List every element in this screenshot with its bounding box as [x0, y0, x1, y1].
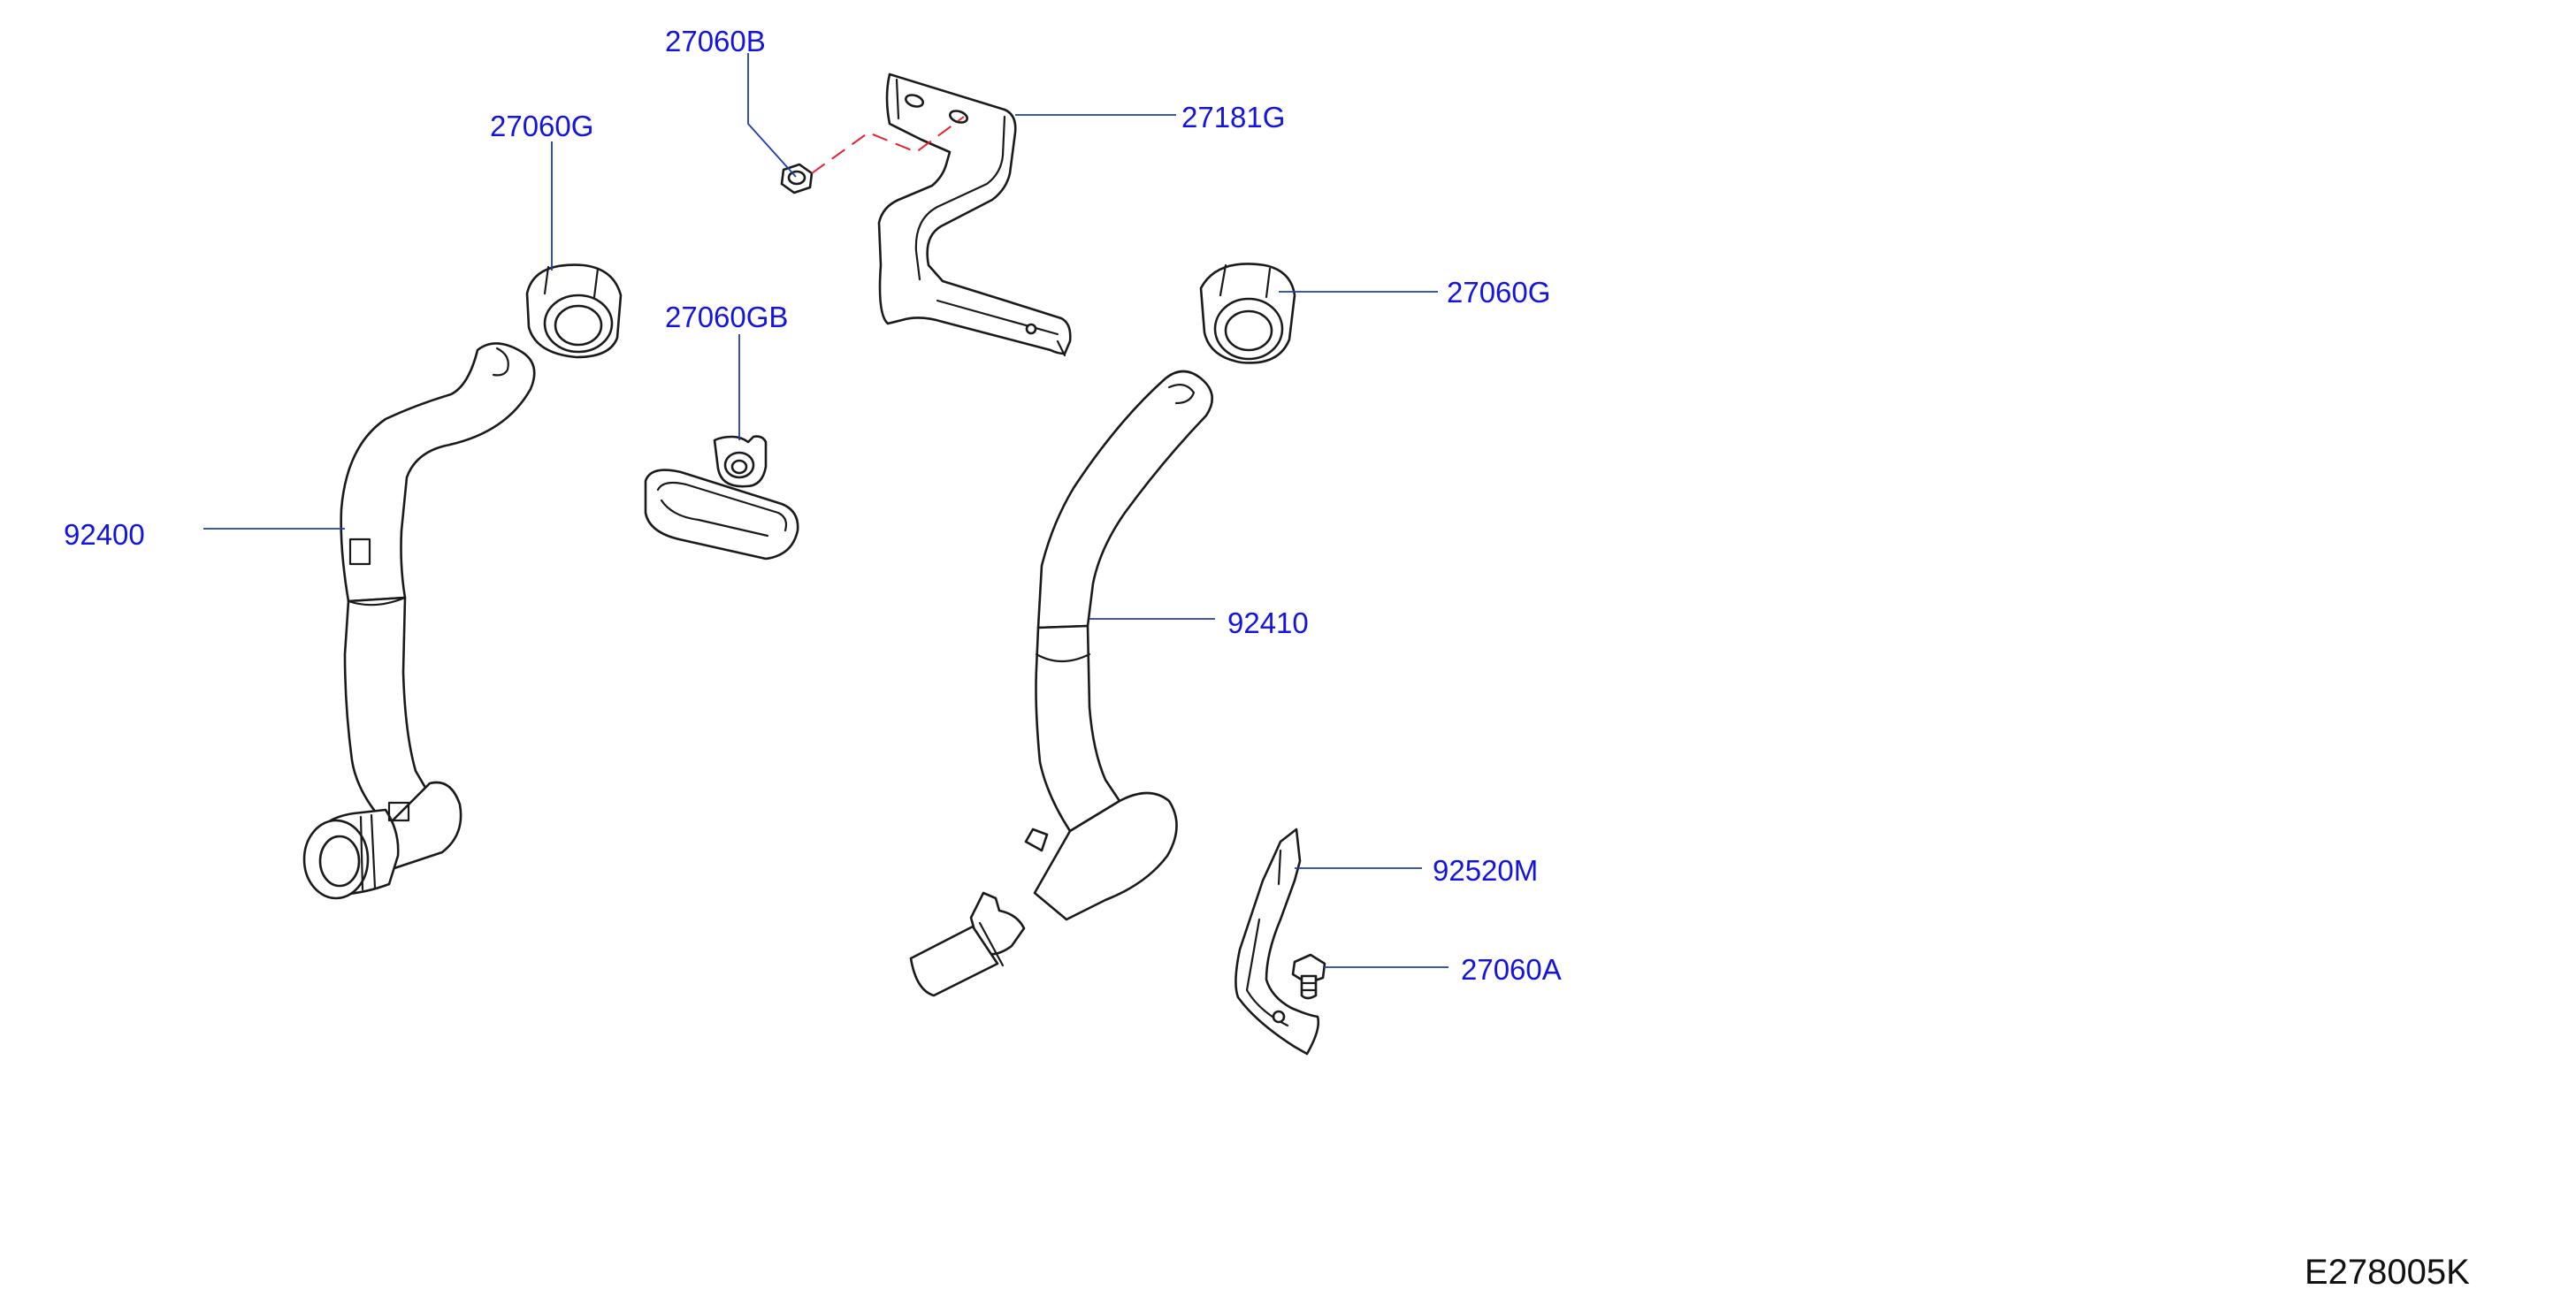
leader-27060B	[747, 53, 797, 178]
callout-92520M: 92520M	[1433, 854, 1538, 887]
callout-27060B: 27060B	[665, 25, 766, 57]
callout-92400: 92400	[64, 518, 145, 551]
callout-92410: 92410	[1227, 606, 1309, 639]
callout-27060G-left: 27060G	[490, 110, 593, 142]
callout-27060A: 27060A	[1461, 953, 1562, 986]
callout-27181G: 27181G	[1181, 101, 1285, 133]
clamp-27060G-left	[525, 263, 623, 359]
bracket-27181G	[877, 72, 1072, 357]
alignment-guide	[811, 116, 965, 174]
callout-27060G-right: 27060G	[1447, 276, 1550, 309]
bracket-92520M	[1234, 828, 1320, 1056]
clamp-27060G-right	[1199, 263, 1296, 364]
clip-27060GB	[644, 435, 799, 561]
callout-27060GB: 27060GB	[665, 301, 788, 333]
bolt-27060A	[1291, 953, 1326, 1000]
diagram-reference-code: E278005K	[2305, 1253, 2470, 1292]
hose-92410	[909, 370, 1213, 997]
nut-27060B	[780, 163, 814, 195]
hose-92400	[302, 342, 536, 900]
